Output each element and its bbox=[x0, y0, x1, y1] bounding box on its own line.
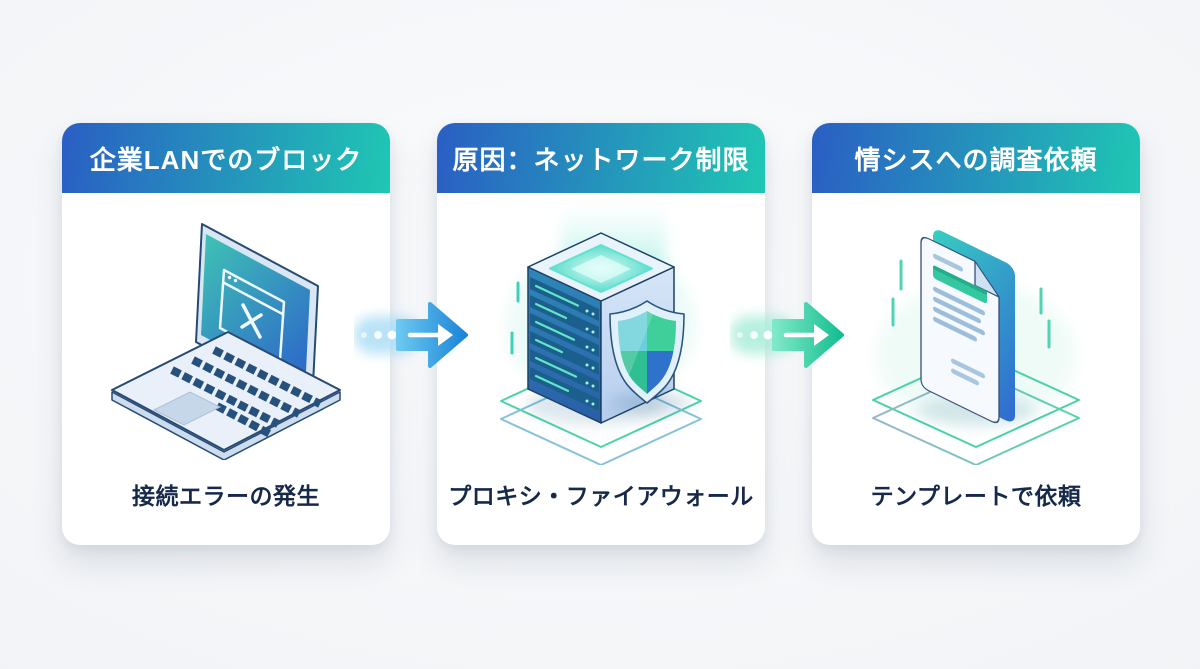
platform-outline bbox=[872, 352, 1080, 448]
step-2-illustration bbox=[437, 193, 765, 477]
step-card-3: 情シスへの調査依頼 bbox=[812, 123, 1140, 545]
step-3-caption: テンプレートで依頼 bbox=[870, 483, 1082, 509]
step-3-illustration bbox=[812, 193, 1140, 477]
step-2-caption: プロキシ・ファイアウォール bbox=[448, 483, 754, 509]
platform-outline bbox=[872, 370, 1080, 465]
arrow-right-icon bbox=[730, 302, 844, 368]
step-1-header: 企業LANでのブロック bbox=[62, 123, 390, 193]
server-slats bbox=[530, 277, 599, 411]
step-3-header-label: 情シスへの調査依頼 bbox=[854, 144, 1098, 175]
arrow-right-icon bbox=[354, 302, 468, 368]
keyboard-keys bbox=[170, 346, 322, 438]
step-card-2: 原因：ネットワーク制限 bbox=[437, 123, 765, 545]
x-mark bbox=[240, 303, 263, 339]
step-2-header-label: 原因：ネットワーク制限 bbox=[452, 144, 750, 175]
server-shield-icon bbox=[500, 205, 702, 465]
trackpad bbox=[152, 391, 222, 426]
laptop-error-icon bbox=[111, 223, 341, 460]
step-2-header: 原因：ネットワーク制限 bbox=[437, 123, 765, 193]
speed-lines bbox=[891, 259, 1051, 349]
document-sheets bbox=[920, 230, 1015, 424]
step-1-caption: 接続エラーの発生 bbox=[132, 483, 320, 509]
document-lines bbox=[933, 253, 987, 386]
step-card-1: 企業LANでのブロック bbox=[62, 123, 390, 545]
step-3-header: 情シスへの調査依頼 bbox=[812, 123, 1140, 193]
speed-lines bbox=[510, 281, 520, 355]
folded-corner bbox=[974, 260, 1000, 298]
step-1-header-label: 企業LANでのブロック bbox=[89, 144, 363, 175]
step-1-illustration bbox=[62, 193, 390, 477]
document-template-icon bbox=[872, 230, 1080, 465]
